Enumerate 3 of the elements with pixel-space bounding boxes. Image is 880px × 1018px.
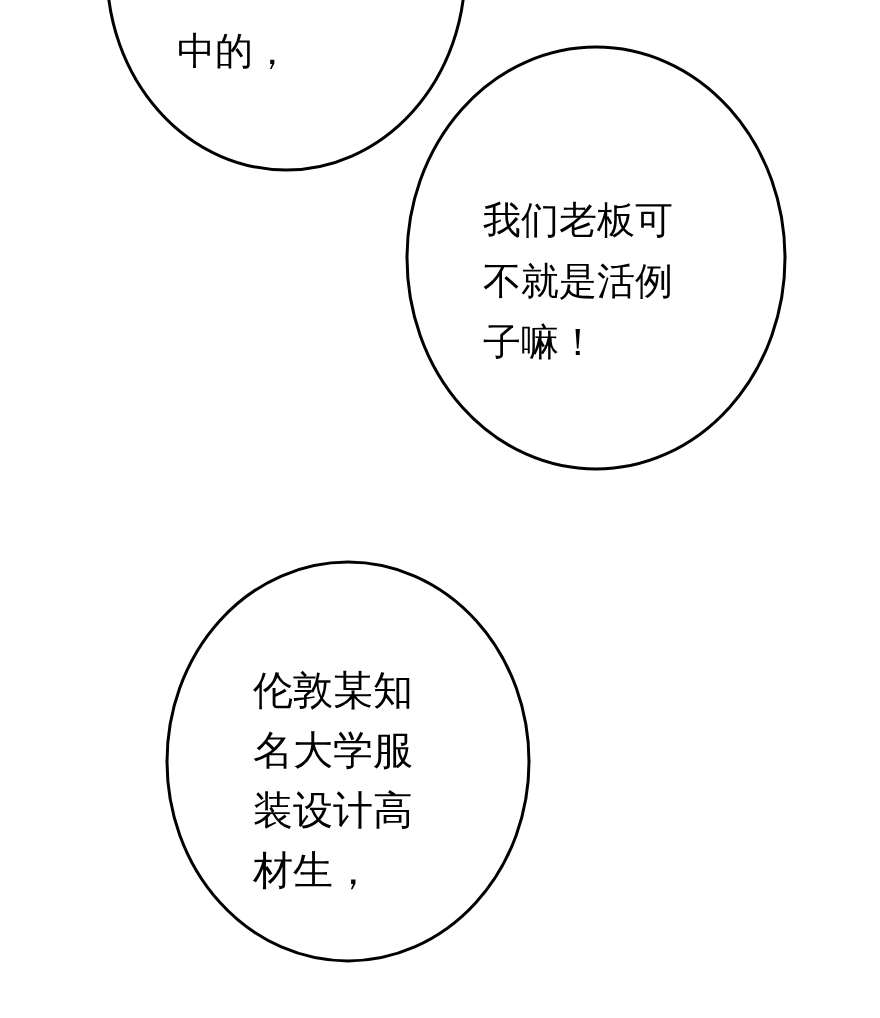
speech-text: 中的， xyxy=(177,28,292,75)
speech-text: 我们老板可不就是活例子嘛！ xyxy=(483,197,673,366)
speech-text: 伦敦某知名大学服装设计高材生， xyxy=(253,666,413,895)
